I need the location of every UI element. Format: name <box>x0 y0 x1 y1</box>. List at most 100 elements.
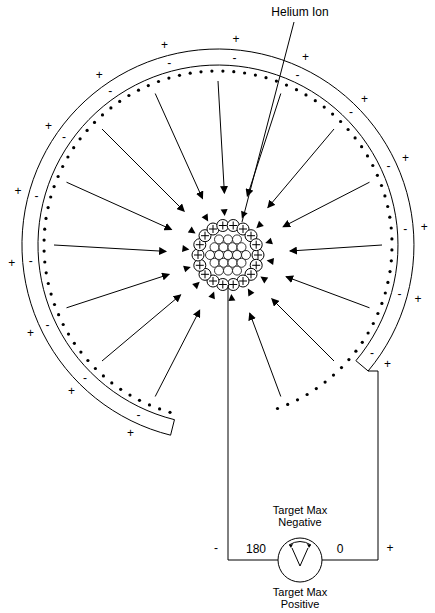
charge-sign: - <box>108 85 112 98</box>
electron-dot <box>168 411 171 414</box>
electron-dot <box>285 84 288 87</box>
positive-charge <box>250 239 262 251</box>
electron-dot <box>332 374 335 377</box>
electron-dot <box>61 165 64 168</box>
electron-dot <box>380 184 383 187</box>
electron-dot <box>128 394 131 397</box>
field-arrow <box>286 277 369 308</box>
charge-sign: + <box>232 32 239 45</box>
electron-dot <box>295 88 298 91</box>
wire <box>322 371 378 560</box>
electron-dot <box>366 154 369 157</box>
field-arrows <box>54 81 382 397</box>
electron-dot <box>47 282 50 285</box>
electron-dot <box>43 239 46 242</box>
electron-dot <box>354 350 357 353</box>
nucleon <box>224 266 233 275</box>
meter-label: Target Max Negative <box>260 504 340 528</box>
electron-dot <box>275 80 278 83</box>
charge-sign: - <box>232 51 236 64</box>
electron-dot <box>386 281 389 284</box>
field-arrow <box>272 299 334 361</box>
band-inner-edge <box>38 65 398 420</box>
electron-dot <box>286 403 289 406</box>
plus-mark <box>196 261 204 269</box>
electron-dot <box>94 367 97 370</box>
plus-mark <box>209 225 217 233</box>
field-arrow <box>290 245 382 251</box>
electron-dot <box>323 106 326 109</box>
electron-dot <box>53 303 56 306</box>
plus-mark <box>219 222 227 230</box>
electron-dot <box>296 398 299 401</box>
plus-mark <box>252 261 260 269</box>
field-arrow <box>67 182 172 229</box>
field-arrowhead <box>260 277 268 284</box>
electron-dot <box>43 260 46 263</box>
charge-sign: - <box>296 68 300 81</box>
electron-dot <box>189 72 192 75</box>
field-arrowhead <box>267 258 274 265</box>
field-arrow <box>155 310 200 396</box>
field-arrow <box>67 274 170 308</box>
electron-dot <box>79 351 82 354</box>
charge-sign: - <box>34 190 38 203</box>
target-band <box>22 49 414 435</box>
field-arrow <box>218 81 224 193</box>
charge-sign: + <box>127 426 134 439</box>
band-end <box>356 361 368 371</box>
charge-sign: - <box>167 57 171 70</box>
charge-sign: - <box>62 131 66 144</box>
field-arrowhead <box>256 221 264 228</box>
electron-dot <box>72 146 75 149</box>
field-arrow <box>102 295 181 361</box>
electron-dot <box>57 313 60 316</box>
electron-dot <box>388 270 391 273</box>
plus-mark <box>239 277 247 285</box>
charge-sign: - <box>137 409 141 422</box>
charge-sign: - <box>403 222 407 235</box>
electron-dot <box>67 333 70 336</box>
field-arrowhead <box>265 238 273 245</box>
charge-sign: + <box>96 69 103 82</box>
electron-dot <box>304 93 307 96</box>
polarity-sign: + <box>386 542 393 555</box>
charge-sign: + <box>402 151 409 164</box>
electron-dot <box>43 250 46 253</box>
electron-dot <box>347 358 350 361</box>
electron-dot <box>44 217 47 220</box>
electron-dot <box>324 381 327 384</box>
field-arrowhead <box>183 266 191 273</box>
electron-dot <box>62 323 65 326</box>
electron-dots <box>43 70 394 414</box>
electron-dot <box>384 291 387 294</box>
field-arrow <box>268 129 334 208</box>
electron-dot <box>53 185 56 188</box>
electron-dot <box>45 271 48 274</box>
field-arrowhead <box>202 214 209 222</box>
plus-mark <box>196 241 204 249</box>
electron-dot <box>221 70 224 73</box>
electron-dot <box>79 137 82 140</box>
electron-dot <box>43 228 46 231</box>
plus-mark <box>194 251 202 259</box>
charge-sign: + <box>384 357 391 370</box>
electron-dot <box>339 120 342 123</box>
band-outer-edge <box>22 49 414 435</box>
electron-dot <box>306 393 309 396</box>
polarity-sign: - <box>214 542 218 555</box>
charge-sign: - <box>349 106 353 119</box>
electron-dot <box>73 342 76 345</box>
plus-mark <box>229 281 237 289</box>
charge-sign: + <box>302 51 309 64</box>
electron-dot <box>119 388 122 391</box>
electron-dot <box>93 121 96 124</box>
electron-dot <box>86 359 89 362</box>
electron-dot <box>110 381 113 384</box>
plus-mark <box>229 222 237 230</box>
meter-symbol <box>278 538 322 582</box>
plus-mark <box>252 241 260 249</box>
electron-dot <box>199 70 202 73</box>
charge-sign: + <box>15 185 22 198</box>
